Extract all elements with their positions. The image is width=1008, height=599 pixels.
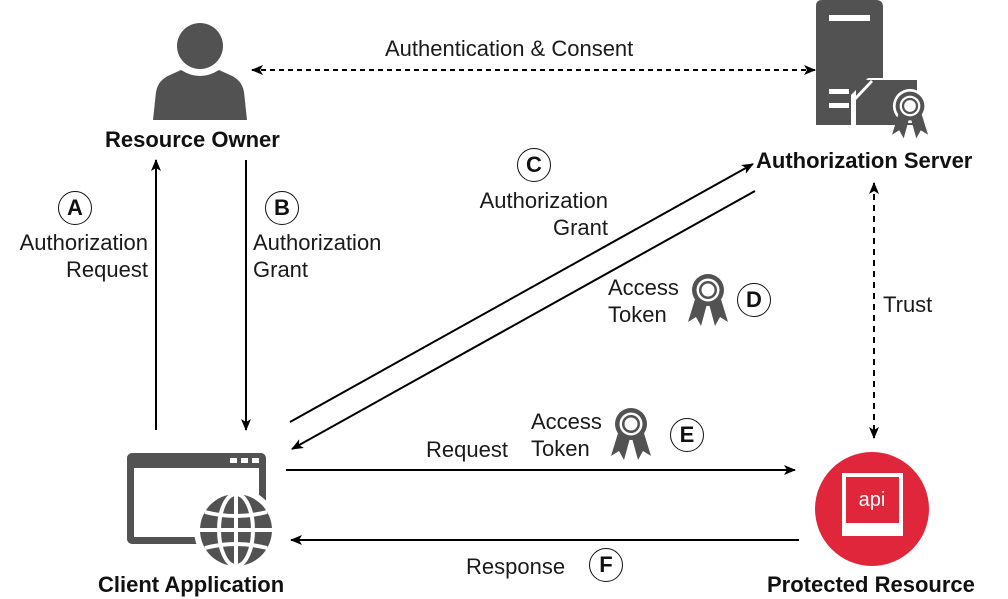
api-icon-text: api — [859, 489, 886, 511]
edge-c — [289, 163, 754, 423]
step-e-badge: E — [670, 418, 704, 452]
step-c-line2: Grant — [552, 215, 608, 240]
auth-consent-label: Authentication & Consent — [385, 36, 634, 61]
step-b-line1: Authorization — [253, 230, 382, 255]
client-application-title: Client Application — [98, 572, 285, 597]
step-d-line1: Access — [608, 275, 679, 300]
step-b-badge: B — [265, 191, 299, 225]
ribbon-badge-icon — [688, 274, 728, 326]
step-c-label: Authorization Grant — [460, 187, 608, 241]
step-a-line2: Request — [66, 257, 148, 282]
step-f-badge: F — [589, 548, 623, 582]
step-e-request-label: Request — [426, 437, 508, 462]
step-a-line1: Authorization — [19, 230, 148, 255]
edge-d — [291, 190, 756, 450]
person-icon — [153, 23, 247, 120]
step-f-label: Response — [466, 554, 566, 579]
step-a-label: Authorization Request — [8, 229, 148, 283]
step-e-line1: Access — [531, 409, 602, 434]
step-b-line2: Grant — [253, 257, 309, 282]
step-c-line1: Authorization — [479, 188, 608, 213]
server-certificate-icon — [816, 0, 928, 139]
ribbon-badge-icon — [611, 408, 651, 460]
step-e-label: Access Token — [531, 408, 602, 462]
step-d-badge: D — [737, 283, 771, 317]
browser-globe-icon — [127, 453, 278, 572]
resource-owner-title: Resource Owner — [105, 127, 280, 152]
step-c-badge: C — [517, 148, 551, 182]
api-icon: api — [815, 452, 929, 566]
step-d-label: Access Token — [608, 274, 679, 328]
step-b-label: Authorization Grant — [253, 229, 381, 283]
protected-resource-title: Protected Resource — [767, 572, 975, 597]
authorization-server-title: Authorization Server — [756, 148, 973, 173]
trust-label: Trust — [883, 292, 933, 317]
step-d-line2: Token — [608, 302, 667, 327]
step-a-badge: A — [58, 191, 92, 225]
step-e-line2: Token — [531, 436, 590, 461]
